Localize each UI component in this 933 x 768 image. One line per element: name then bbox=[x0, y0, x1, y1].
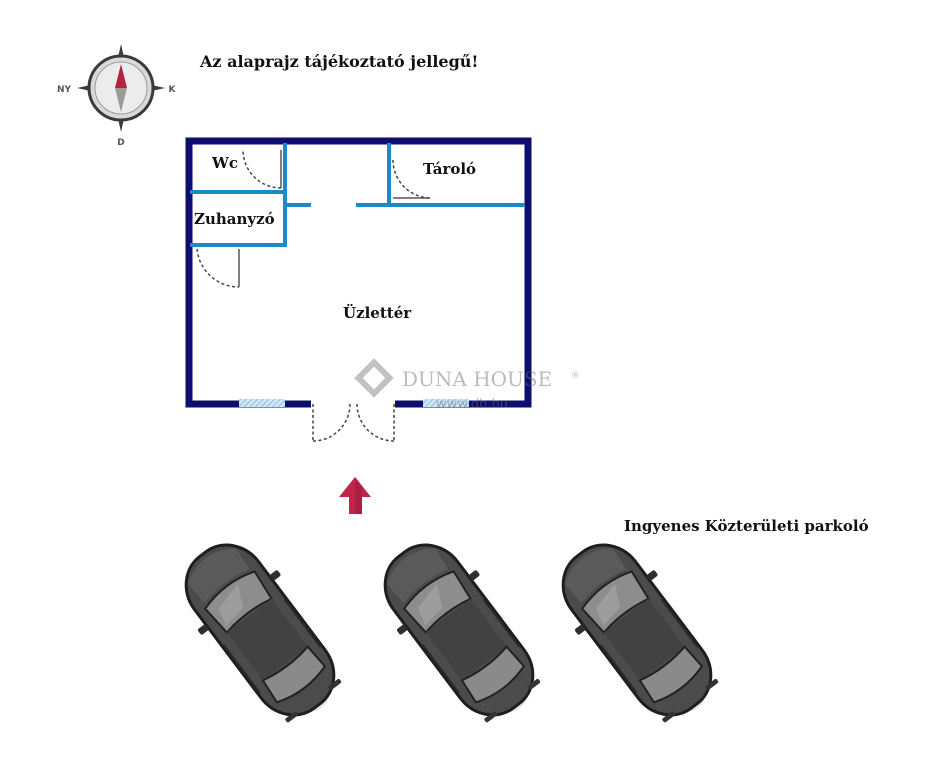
compass: NY K D bbox=[57, 44, 177, 148]
window-right bbox=[423, 399, 469, 407]
watermark-brand: DUNA HOUSE bbox=[402, 367, 552, 391]
window-left bbox=[239, 399, 285, 407]
car-icon bbox=[538, 522, 739, 741]
entrance-arrow-icon bbox=[339, 477, 371, 514]
watermark-url: www.dh.hu bbox=[436, 397, 508, 412]
door-swings bbox=[196, 149, 431, 442]
parking-label: Ingyenes Közterületi parkoló bbox=[624, 517, 869, 535]
plan-notice: Az alaprajz tájékoztató jellegű! bbox=[199, 52, 478, 71]
compass-south-label: D bbox=[117, 138, 124, 148]
watermark-registered: ® bbox=[571, 371, 580, 381]
car-icon bbox=[360, 522, 561, 741]
room-label-wc: Wc bbox=[211, 154, 238, 172]
compass-needle-south bbox=[115, 88, 127, 112]
duna-house-logo-icon bbox=[354, 358, 394, 398]
outer-walls bbox=[185, 137, 532, 408]
room-label-shower: Zuhanyzó bbox=[194, 210, 275, 228]
compass-west-label: NY bbox=[57, 85, 72, 95]
room-label-storage: Tároló bbox=[423, 160, 476, 178]
car-icon bbox=[161, 522, 362, 741]
inner-walls bbox=[190, 143, 525, 247]
room-label-shop: Üzlettér bbox=[343, 303, 412, 322]
entrance-opening bbox=[311, 398, 395, 408]
compass-east-label: K bbox=[169, 85, 177, 95]
compass-needle-north bbox=[115, 64, 127, 88]
